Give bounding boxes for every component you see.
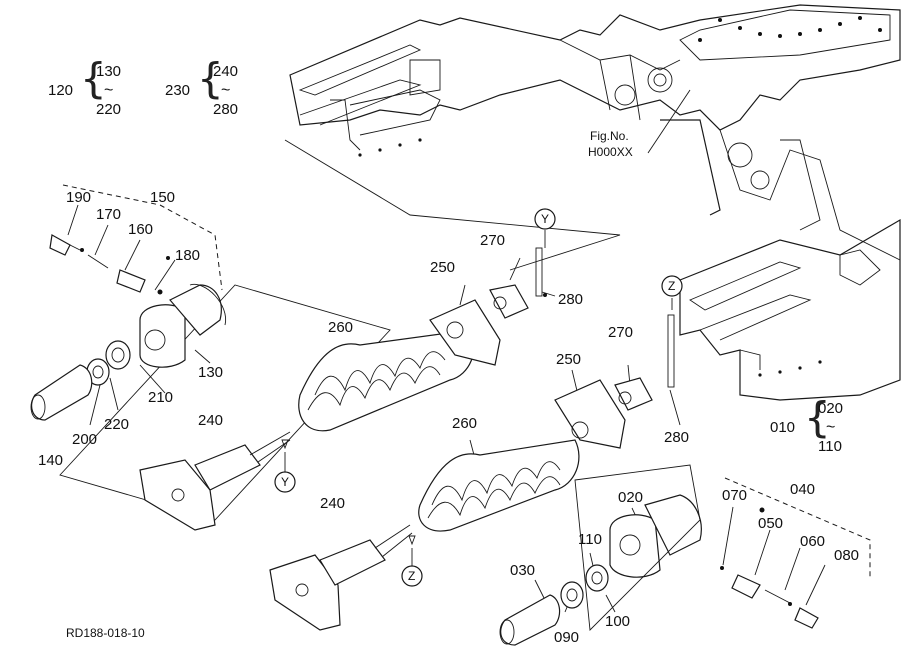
part-210: 210 xyxy=(148,389,174,406)
part-170: 170 xyxy=(96,206,122,223)
part-140: 140 xyxy=(38,452,64,469)
spring-assembly-lower xyxy=(269,314,819,646)
brace-010: { xyxy=(804,393,831,442)
view-marker-y-top: Y xyxy=(541,212,550,226)
view-markers xyxy=(274,208,683,587)
part-280-lower: 280 xyxy=(664,429,690,446)
group-230-parent-label: 230 xyxy=(165,82,191,99)
part-130: 130 xyxy=(198,364,224,381)
group-120-to-label: 220 xyxy=(96,101,122,118)
part-070: 070 xyxy=(722,487,748,504)
part-150: 150 xyxy=(150,189,176,206)
part-080: 080 xyxy=(834,547,860,564)
group-120-parent-label: 120 xyxy=(48,82,74,99)
part-270-upper: 270 xyxy=(480,232,506,249)
part-260-upper: 260 xyxy=(328,319,354,336)
group-010-tilde: ~ xyxy=(826,419,836,436)
view-marker-y-top-circle xyxy=(534,208,556,230)
spring-assembly-upper xyxy=(139,247,547,531)
part-160: 160 xyxy=(128,221,154,238)
fig-ref-line2: H000XX xyxy=(588,145,633,159)
group-230-from-label: 240 xyxy=(213,63,239,80)
view-marker-z-top: Z xyxy=(668,279,676,293)
view-marker-y-bottom: Y xyxy=(281,475,290,489)
drawing-ref-number: RD188-018-10 xyxy=(66,626,145,640)
view-marker-y-bottom-circle xyxy=(274,471,296,493)
part-250-upper: 250 xyxy=(430,259,456,276)
view-marker-z-bottom: Z xyxy=(408,569,416,583)
part-100: 100 xyxy=(605,613,631,630)
part-060: 060 xyxy=(800,533,826,550)
view-marker-z-top-circle xyxy=(661,275,683,297)
part-030: 030 xyxy=(510,562,536,579)
leader-lines xyxy=(62,89,871,613)
group-010-parent-label: 010 xyxy=(770,419,796,436)
part-260-lower: 260 xyxy=(452,415,478,432)
part-200: 200 xyxy=(72,431,98,448)
part-090: 090 xyxy=(554,629,580,646)
part-110: 110 xyxy=(578,531,602,548)
left-adjuster-drawing xyxy=(30,234,391,521)
group-120-tilde: ~ xyxy=(104,82,114,99)
view-marker-z-bottom-circle xyxy=(401,565,423,587)
part-180: 180 xyxy=(175,247,201,264)
part-190: 190 xyxy=(66,189,92,206)
group-230-to-label: 280 xyxy=(213,101,239,118)
group-010-to-label: 110 xyxy=(818,438,842,455)
upper-frame-drawing xyxy=(284,4,901,271)
part-240-lower: 240 xyxy=(320,495,346,512)
fig-ref-line1: Fig.No. xyxy=(590,129,629,143)
part-270-lower: 270 xyxy=(608,324,634,341)
lower-frame-drawing xyxy=(679,218,901,401)
part-050: 050 xyxy=(758,515,784,532)
part-280-upper: 280 xyxy=(558,291,584,308)
group-230-tilde: ~ xyxy=(221,82,231,99)
group-010-from-label: 020 xyxy=(818,400,844,417)
part-220: 220 xyxy=(104,416,130,433)
part-020: 020 xyxy=(618,489,644,506)
part-040: 040 xyxy=(790,481,816,498)
group-120-from-label: 130 xyxy=(96,63,122,80)
part-250-lower: 250 xyxy=(556,351,582,368)
part-240-upper: 240 xyxy=(198,412,224,429)
brace-230: { xyxy=(197,54,224,103)
brace-120: { xyxy=(80,54,107,103)
